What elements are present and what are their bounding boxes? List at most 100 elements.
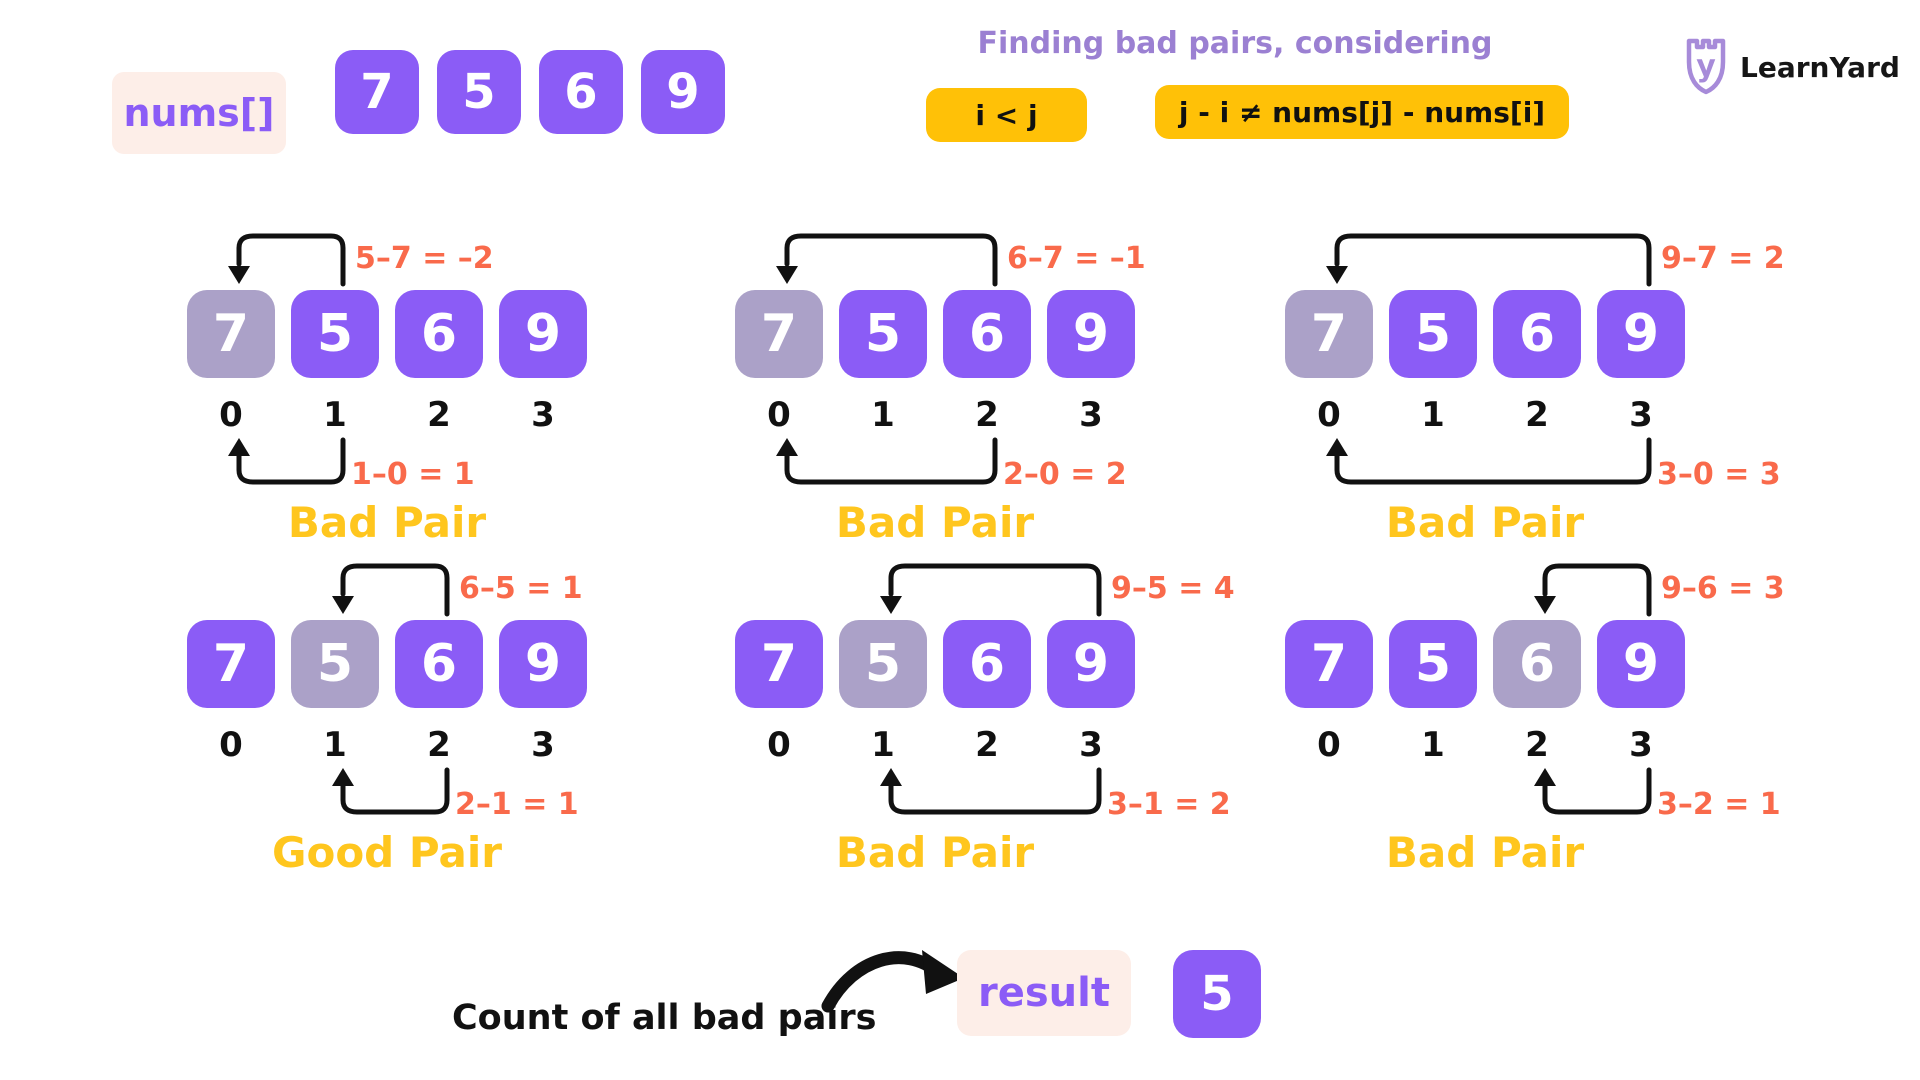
- value-difference-label: 5–7 = –2: [355, 241, 494, 276]
- value-difference-label: 9–7 = 2: [1661, 241, 1785, 276]
- index-label-3: 3: [531, 395, 555, 435]
- index-difference-label: 3–1 = 2: [1107, 787, 1231, 822]
- array-box-3: 9: [1047, 290, 1135, 378]
- array-box-0: 7: [735, 620, 823, 708]
- array-box-3: 9: [499, 290, 587, 378]
- index-label-1: 1: [871, 725, 895, 765]
- index-label-1: 1: [871, 395, 895, 435]
- curved-arrow-icon: [821, 950, 964, 1013]
- nums-value-box-3: 9: [641, 50, 725, 134]
- pair-link-arrow-icon: [776, 233, 998, 485]
- index-row: 0 1 2 3: [187, 726, 587, 764]
- value-difference-label: 6–7 = –1: [1007, 241, 1146, 276]
- array-box-3: 9: [499, 620, 587, 708]
- pair-link-arrow-icon: [1326, 233, 1652, 485]
- array-box-2: 6: [395, 620, 483, 708]
- array-box-3: 9: [1597, 620, 1685, 708]
- index-label-3: 3: [1079, 395, 1103, 435]
- pair-link-arrow-icon: [880, 563, 1102, 815]
- index-label-0: 0: [1317, 395, 1341, 435]
- index-label-0: 0: [767, 395, 791, 435]
- array-box-2: 6: [943, 620, 1031, 708]
- array-box-1: 5: [1389, 620, 1477, 708]
- index-label-1: 1: [1421, 725, 1445, 765]
- page-title: Finding bad pairs, considering: [977, 26, 1493, 61]
- array-box-2: 6: [943, 290, 1031, 378]
- condition-badge-i-less-than-j: i < j: [926, 88, 1087, 142]
- index-label-3: 3: [1079, 725, 1103, 765]
- array-box-1: 5: [1389, 290, 1477, 378]
- index-difference-label: 2–0 = 2: [1003, 457, 1127, 492]
- index-label-0: 0: [1317, 725, 1341, 765]
- index-label-3: 3: [531, 725, 555, 765]
- brand-name: LearnYard: [1740, 50, 1900, 84]
- result-label: result: [957, 950, 1131, 1036]
- nums-value-box-1: 5: [437, 50, 521, 134]
- footer-caption: Count of all bad pairs: [452, 998, 877, 1038]
- index-label-1: 1: [1421, 395, 1445, 435]
- index-label-2: 2: [427, 395, 451, 435]
- array-box-0: 7: [1285, 620, 1373, 708]
- index-label-2: 2: [1525, 725, 1549, 765]
- array-box-1: 5: [291, 290, 379, 378]
- array-box-0: 7: [187, 620, 275, 708]
- index-difference-label: 3–2 = 1: [1657, 787, 1781, 822]
- pair-verdict-label: Bad Pair: [1385, 828, 1585, 877]
- index-label-1: 1: [323, 725, 347, 765]
- index-label-2: 2: [1525, 395, 1549, 435]
- array-box-2: 6: [1493, 290, 1581, 378]
- index-row: 0 1 2 3: [187, 396, 587, 434]
- index-difference-label: 1–0 = 1: [351, 457, 475, 492]
- pair-verdict-label: Good Pair: [272, 828, 502, 877]
- array-box-1-highlighted: 5: [839, 620, 927, 708]
- array-box-0-highlighted: 7: [187, 290, 275, 378]
- index-label-0: 0: [219, 395, 243, 435]
- array-box-1: 5: [839, 290, 927, 378]
- nums-array-label: nums[]: [112, 72, 286, 154]
- index-difference-label: 3–0 = 3: [1657, 457, 1781, 492]
- index-label-2: 2: [975, 395, 999, 435]
- pair-verdict-label: Bad Pair: [287, 498, 487, 547]
- brand-logo: y LearnYard: [1684, 36, 1900, 98]
- index-row: 0 1 2 3: [1285, 396, 1685, 434]
- value-difference-label: 9–6 = 3: [1661, 571, 1785, 606]
- array-box-1-highlighted: 5: [291, 620, 379, 708]
- index-label-3: 3: [1629, 395, 1653, 435]
- pair-link-arrow-icon: [228, 233, 346, 485]
- array-box-2: 6: [395, 290, 483, 378]
- index-difference-label: 2–1 = 1: [455, 787, 579, 822]
- index-row: 0 1 2 3: [735, 396, 1135, 434]
- result-value-box: 5: [1173, 950, 1261, 1038]
- value-difference-label: 9–5 = 4: [1111, 571, 1235, 606]
- pair-link-arrow-icon: [1534, 563, 1652, 815]
- nums-value-box-0: 7: [335, 50, 419, 134]
- condition-badge-difference-inequality: j - i ≠ nums[j] - nums[i]: [1155, 85, 1569, 139]
- index-label-1: 1: [323, 395, 347, 435]
- array-box-3: 9: [1047, 620, 1135, 708]
- index-row: 0 1 2 3: [1285, 726, 1685, 764]
- pair-verdict-label: Bad Pair: [835, 498, 1035, 547]
- index-label-2: 2: [427, 725, 451, 765]
- nums-value-box-2: 6: [539, 50, 623, 134]
- pair-verdict-label: Bad Pair: [835, 828, 1035, 877]
- value-difference-label: 6–5 = 1: [459, 571, 583, 606]
- array-box-3: 9: [1597, 290, 1685, 378]
- pair-verdict-label: Bad Pair: [1385, 498, 1585, 547]
- index-label-3: 3: [1629, 725, 1653, 765]
- learnyard-shield-y-icon: y: [1686, 38, 1726, 95]
- index-label-0: 0: [219, 725, 243, 765]
